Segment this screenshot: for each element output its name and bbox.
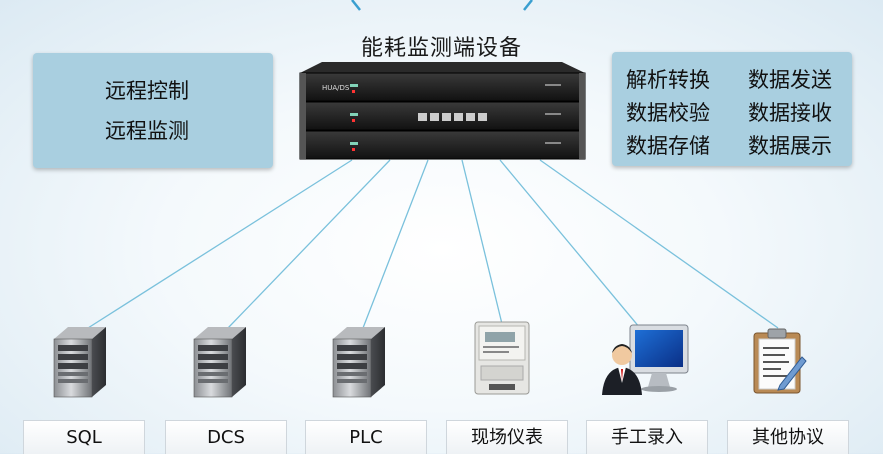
function-remote-monitoring: 远程监测	[105, 119, 189, 143]
link-meter	[461, 159, 504, 329]
function-data-verify: 数据校验	[626, 101, 710, 125]
function-data-store: 数据存储	[626, 134, 710, 158]
top-decor-line-right	[523, 0, 533, 11]
function-parse-convert: 解析转换	[626, 68, 710, 92]
link-other	[539, 159, 779, 329]
device-brand-label: HUA/DS	[322, 84, 350, 92]
source-label-sql: SQL	[23, 420, 145, 454]
server-icon	[193, 327, 246, 398]
function-data-display: 数据展示	[748, 134, 832, 158]
link-plc	[362, 159, 429, 329]
meter-icon	[474, 321, 530, 395]
source-label-manual-entry: 手工录入	[586, 420, 708, 454]
left-function-panel: 远程控制 远程监测	[33, 53, 273, 168]
link-sql	[87, 159, 353, 329]
link-manual	[499, 159, 641, 329]
link-dcs	[227, 159, 391, 329]
rack-device	[299, 62, 586, 160]
source-label-plc: PLC	[305, 420, 427, 454]
source-label-dcs: DCS	[165, 420, 287, 454]
function-remote-control: 远程控制	[105, 79, 189, 103]
server-icon	[332, 327, 385, 398]
connection-lines	[87, 159, 779, 329]
top-decor-line-left	[351, 0, 361, 11]
function-data-send: 数据发送	[748, 68, 832, 92]
right-function-panel: 解析转换 数据发送 数据校验 数据接收 数据存储 数据展示	[612, 52, 852, 166]
function-data-receive: 数据接收	[748, 101, 832, 125]
diagram-title: 能耗监测端设备	[360, 36, 522, 61]
server-icon	[53, 327, 106, 398]
source-label-other-protocols: 其他协议	[727, 420, 849, 454]
source-label-meter: 现场仪表	[446, 420, 568, 454]
operator-computer-icon	[602, 324, 689, 395]
clipboard-icon	[753, 328, 807, 394]
